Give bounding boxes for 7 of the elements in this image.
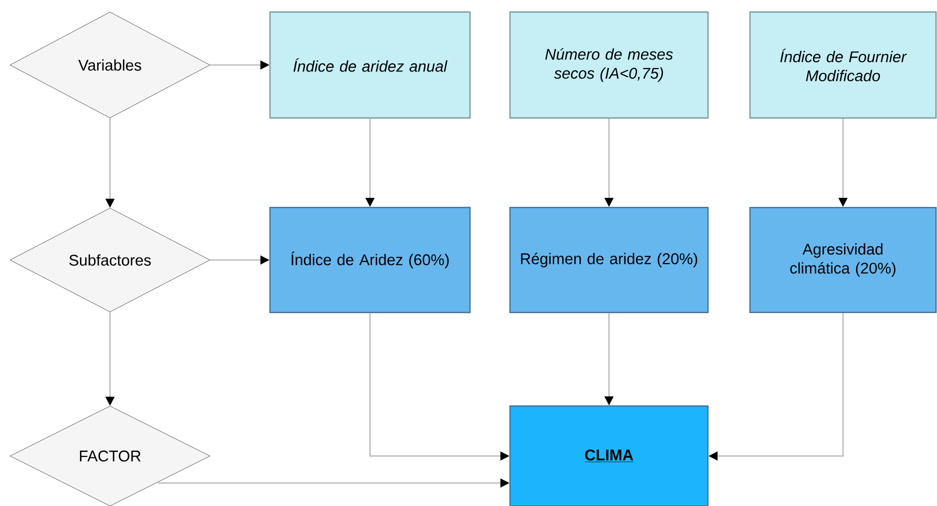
subfactor-box: Índice de Aridez (60%) (269, 206, 471, 314)
variable-box: Índice de aridez anual (269, 11, 471, 119)
subfactor-box: Régimen de aridez (20%) (509, 206, 709, 314)
variable-box: Índice de Fournier Modificado (749, 11, 937, 119)
subfactor-box: Agresividad climática (20%) (749, 206, 937, 314)
factor-box: CLIMA (509, 405, 709, 506)
variable-box: Número de meses secos (IA<0,75) (509, 11, 709, 119)
